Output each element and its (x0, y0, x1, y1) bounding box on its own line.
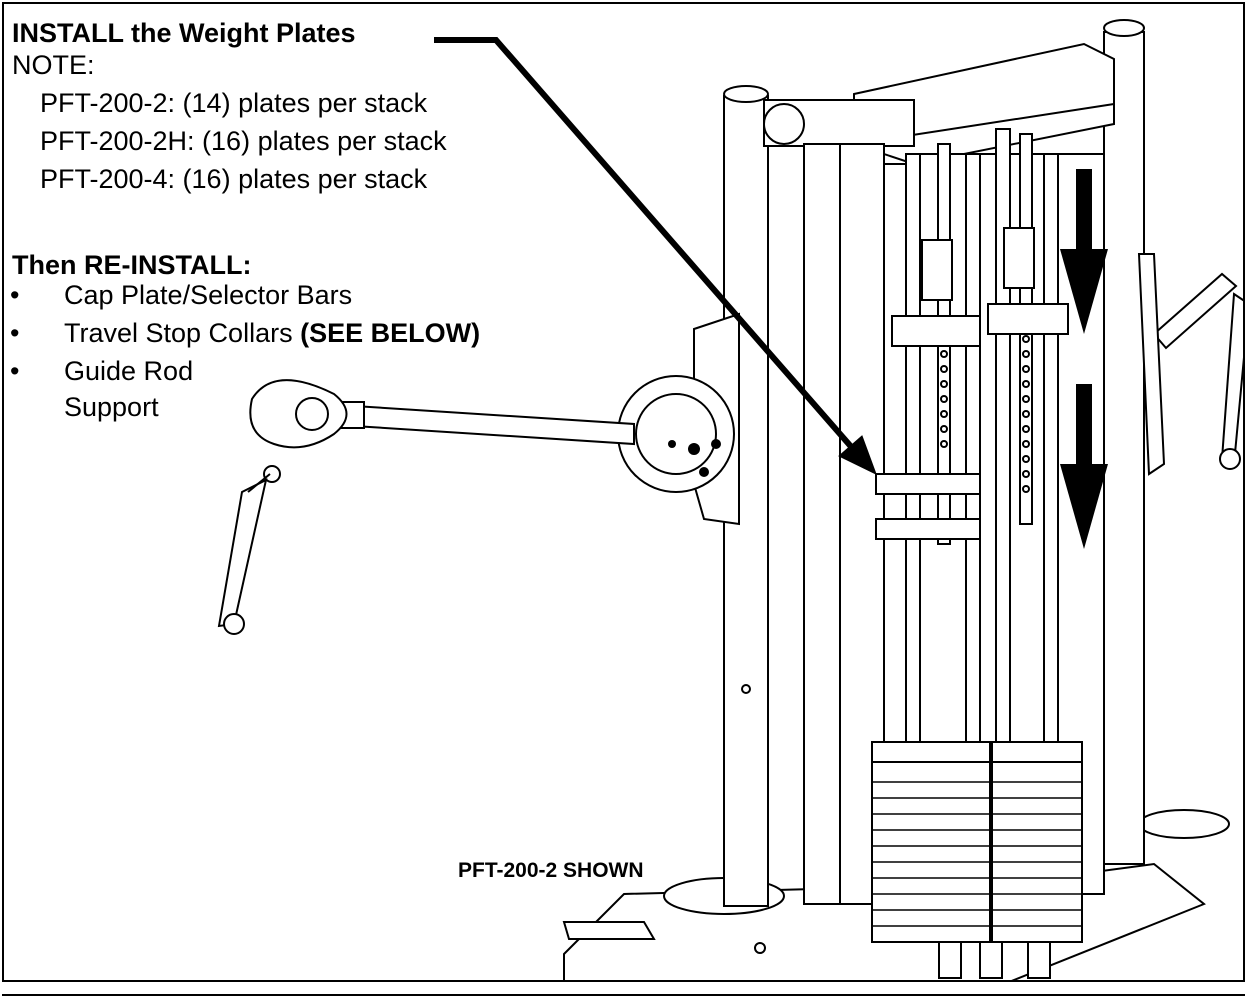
travel-stop-collar-2 (875, 518, 981, 540)
weight-stack-right (991, 741, 1083, 943)
bullet-marker: • (10, 280, 20, 310)
gym-machine-illustration (217, 19, 1243, 980)
instruction-title: INSTALL the Weight Plates (12, 18, 356, 48)
bottom-rule (2, 994, 1245, 996)
model-shown-caption: PFT-200-2 SHOWN (458, 859, 644, 882)
handle-right (1220, 292, 1243, 466)
reinstall-heading: Then RE-INSTALL: (12, 250, 252, 280)
leader-arrow (434, 37, 877, 475)
cap-plate-right (987, 303, 1069, 335)
bullet-marker: • (10, 356, 20, 386)
rear-right-upright (1103, 31, 1145, 865)
model-note-1: PFT-200-2: (14) plates per stack (40, 88, 428, 118)
model-note-2: PFT-200-2H: (16) plates per stack (40, 126, 447, 156)
adjustable-arm-right (1152, 272, 1238, 350)
down-arrow-upper (1060, 169, 1108, 334)
step-travel-stop: Travel Stop Collars (SEE BELOW) (64, 318, 480, 349)
adjustable-arm-left (353, 404, 635, 446)
cap-plate-left (891, 315, 981, 347)
floor-plate-left (562, 921, 656, 940)
step-travel-stop-text: Travel Stop Collars (64, 318, 301, 348)
weight-stack-left (871, 741, 991, 943)
figure-frame: INSTALL the Weight Plates NOTE: PFT-200-… (2, 2, 1245, 982)
model-note-3: PFT-200-4: (16) plates per stack (40, 164, 428, 194)
note-label: NOTE: (12, 50, 95, 80)
step-cap-plate: Cap Plate/Selector Bars (64, 280, 353, 310)
handle-left (217, 478, 268, 628)
step-guide-rod: Guide Rod (64, 356, 194, 386)
bullet-marker: • (10, 318, 20, 348)
step-support: Support (64, 392, 159, 422)
see-below-emphasis: (SEE BELOW) (300, 318, 481, 348)
down-arrow-lower (1060, 384, 1108, 549)
travel-stop-collar-1 (875, 473, 981, 495)
